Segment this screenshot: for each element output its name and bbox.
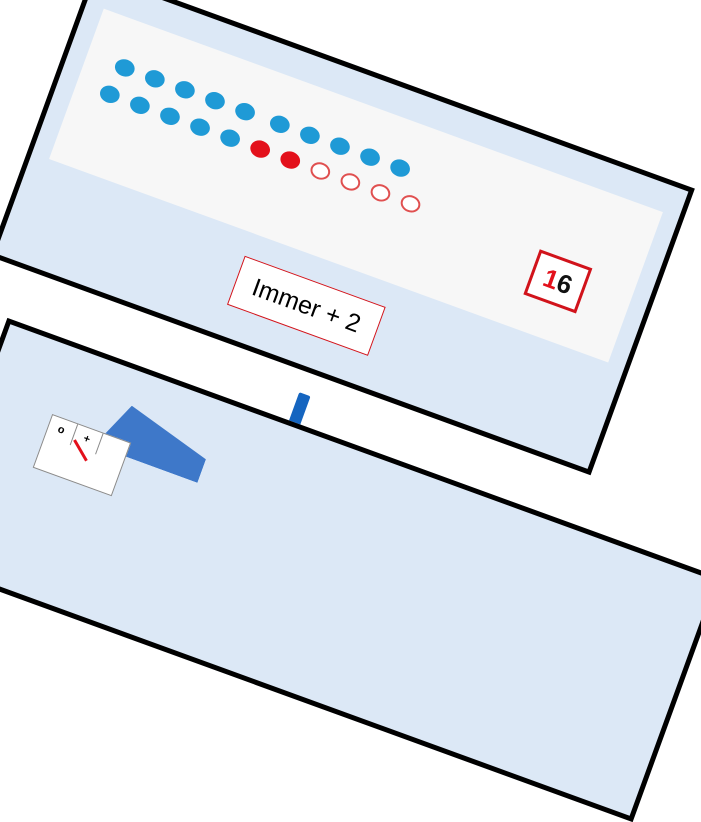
- dot-blue: [327, 134, 353, 158]
- dot-blue: [112, 56, 138, 80]
- dot-blue: [97, 82, 123, 106]
- dot-blue: [217, 126, 243, 150]
- dot-blue: [127, 93, 153, 117]
- dot-empty: [308, 159, 333, 183]
- dot-blue: [202, 89, 228, 113]
- dot-red: [277, 148, 303, 172]
- dot-blue: [232, 100, 258, 124]
- dot-blue: [172, 78, 198, 102]
- dots-layer: [97, 9, 663, 216]
- dot-blue: [187, 115, 213, 139]
- dot-blue: [157, 104, 183, 128]
- dot-red: [247, 137, 273, 161]
- dot-empty: [368, 181, 393, 205]
- dot-empty: [398, 192, 423, 216]
- dot-blue: [387, 156, 413, 180]
- dot-empty: [338, 170, 363, 194]
- dot-blue: [297, 123, 323, 147]
- dot-blue: [357, 145, 383, 169]
- dot-blue: [142, 67, 168, 91]
- dot-blue: [267, 112, 293, 136]
